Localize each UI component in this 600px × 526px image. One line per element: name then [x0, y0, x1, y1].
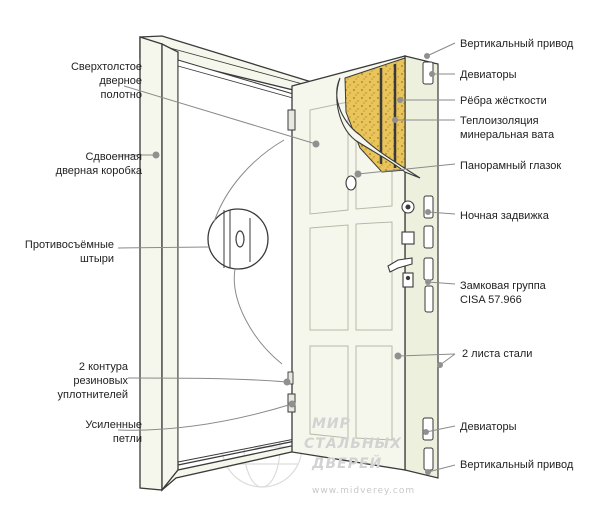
pins-magnifier: [207, 208, 269, 270]
label-vertical-drive-top: Вертикальный привод: [460, 38, 574, 50]
watermark-line1: МИР: [312, 416, 351, 432]
label-lock-group: Замковая группа CISA 57.966: [460, 280, 546, 306]
label-reinforced-hinges: Усиленные петли: [85, 419, 142, 445]
label-stiffening-ribs: Рёбра жёсткости: [460, 95, 547, 107]
leader-lines: [117, 42, 456, 473]
watermark-url: www.midverey.com: [312, 486, 416, 496]
label-peephole: Панорамный глазок: [460, 160, 562, 172]
label-steel-sheets: 2 листа стали: [462, 348, 533, 360]
watermark-line2: СТАЛЬНЫХ: [304, 436, 402, 452]
watermark-line3: ДВЕРЕЙ: [312, 456, 383, 472]
label-night-latch: Ночная задвижка: [460, 210, 549, 222]
label-door-leaf: Сверхтолстое дверное полотно: [70, 61, 142, 101]
label-double-frame: Сдвоенная дверная коробка: [55, 151, 142, 177]
face-hardware: [345, 175, 415, 288]
label-deviators-bottom: Девиаторы: [460, 421, 517, 433]
label-deviators-top: Девиаторы: [460, 69, 517, 81]
label-anti-removal-pins: Противосъёмные штыри: [24, 239, 114, 265]
insulation-cutaway: [336, 57, 421, 179]
label-insulation: Теплоизоляция минеральная вата: [460, 115, 555, 141]
label-vertical-drive-bottom: Вертикальный привод: [460, 459, 574, 471]
label-rubber-seals: 2 контура резиновых уплотнителей: [57, 361, 128, 401]
leader-dots: [152, 53, 443, 475]
